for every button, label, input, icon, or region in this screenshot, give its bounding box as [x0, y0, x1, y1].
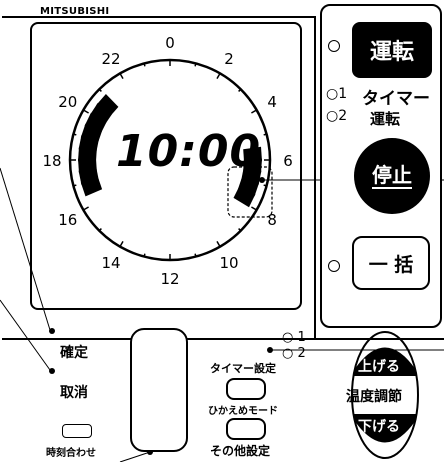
timer-segment	[89, 102, 112, 124]
timer-label: タイマー	[362, 89, 430, 109]
dial-number: 8	[267, 211, 277, 229]
other-set-label: その他設定	[210, 444, 271, 458]
dial-tick	[216, 241, 221, 247]
dial-tick	[98, 228, 102, 232]
dial-tick	[98, 88, 102, 92]
timer-segment	[237, 178, 260, 197]
dial-tick	[73, 133, 77, 136]
dial-tick	[238, 88, 242, 92]
run-lamp	[328, 40, 340, 52]
run-button-label: 運転	[369, 40, 414, 65]
dial-tick	[119, 73, 124, 79]
timer-segment	[96, 94, 119, 116]
eco-mode-label: ひかえめモード	[208, 406, 278, 417]
dial-tick	[119, 241, 124, 247]
mode-select-1: ○ 1	[282, 330, 306, 345]
dial-number: 12	[160, 270, 179, 288]
dial-number: 6	[283, 152, 293, 170]
temp-label: 温度調節	[346, 389, 402, 405]
dial-tick	[238, 228, 242, 232]
temp-down-button	[354, 414, 416, 443]
timer-segment	[243, 146, 262, 162]
temp-control	[351, 331, 419, 459]
dial-tick	[263, 184, 267, 187]
dial-number: 14	[101, 254, 120, 272]
dial-tick	[194, 63, 197, 67]
timer1-indicator: ○1	[326, 86, 348, 102]
dial-tick	[216, 73, 221, 79]
timer-segment	[80, 123, 103, 142]
bottom-divider	[2, 338, 444, 340]
timer-run-label: 運転	[370, 110, 401, 128]
dial-number: 2	[224, 50, 234, 68]
brand-logo: MITSUBISHI	[40, 6, 110, 17]
dial-tick	[143, 253, 146, 257]
run-button[interactable]: 運転	[352, 22, 432, 78]
dial-number: 0	[165, 34, 175, 52]
timer-set-button[interactable]	[226, 378, 266, 400]
timer-segment	[78, 168, 99, 186]
cancel-label: 取消	[60, 385, 88, 401]
dial-number: 18	[42, 152, 61, 170]
temp-down-label[interactable]: 下げる	[358, 419, 400, 435]
ikkatsu-button-label: 一 括	[368, 253, 414, 276]
ikkatsu-button[interactable]: 一 括	[352, 236, 430, 290]
confirm-cancel-rocker[interactable]	[130, 328, 188, 452]
timer2-indicator: ○2	[326, 108, 348, 124]
timer-set-label: タイマー設定	[210, 362, 276, 375]
dial-tick	[251, 206, 257, 211]
time-set-button[interactable]	[62, 424, 92, 438]
mode-select-2: ○ 2	[282, 346, 306, 361]
ikkatsu-lamp	[328, 260, 340, 272]
dial-tick	[73, 184, 77, 187]
highlight-box	[227, 166, 273, 218]
dial-tick	[143, 63, 146, 67]
temp-up-label[interactable]: 上げる	[358, 359, 400, 375]
dial-number: 20	[58, 93, 77, 111]
temp-up-button	[354, 347, 416, 376]
dial-tick	[83, 206, 89, 211]
dial-tick	[83, 109, 89, 114]
dial-number: 22	[101, 50, 120, 68]
timer-segment	[233, 187, 256, 208]
stop-button-label: 停止	[372, 163, 412, 189]
dial-number: 4	[267, 93, 277, 111]
stop-button[interactable]: 停止	[354, 138, 430, 214]
timer-segment	[78, 158, 97, 174]
other-set-button[interactable]	[226, 418, 266, 440]
dial-tick	[251, 109, 257, 114]
dial-tick	[194, 253, 197, 257]
dial-number: 10	[219, 254, 238, 272]
dial-number: 16	[58, 211, 77, 229]
dial-tick	[263, 133, 267, 136]
confirm-label: 確定	[60, 345, 88, 361]
time-set-label: 時刻合わせ	[46, 448, 96, 459]
time-display: 10:00	[116, 126, 262, 177]
clock-panel-frame	[2, 16, 316, 340]
timer-segment	[84, 112, 107, 133]
